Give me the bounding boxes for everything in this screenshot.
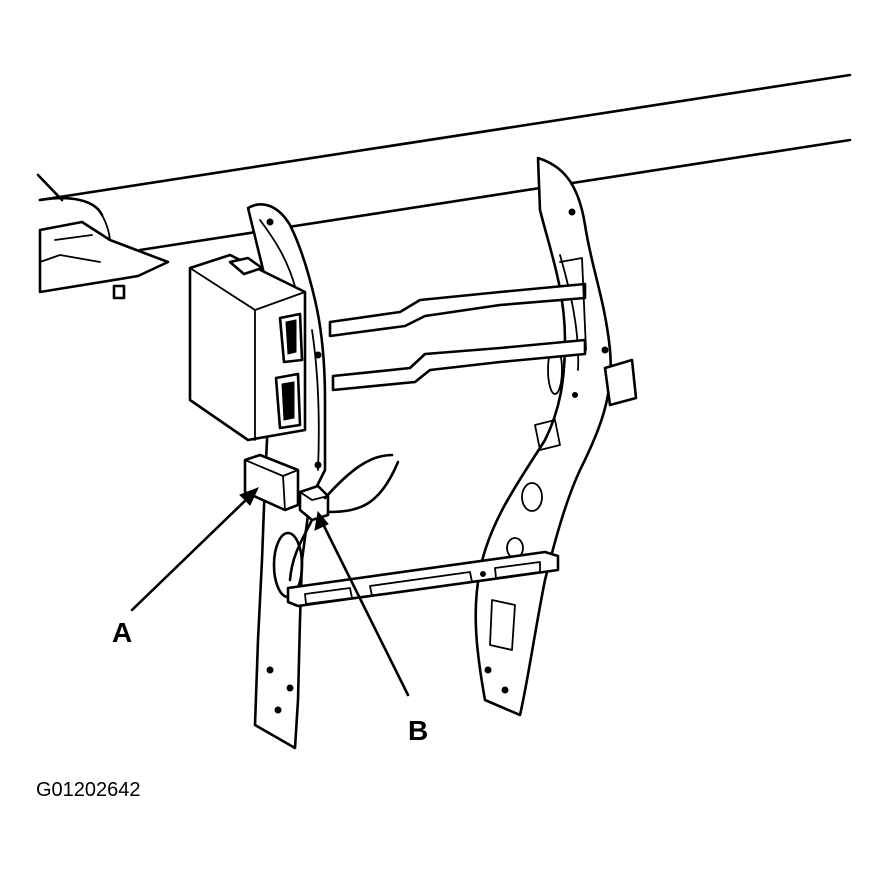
- cross-beam: [36, 73, 852, 259]
- upper-rails: [328, 257, 587, 392]
- control-module: [188, 253, 307, 442]
- label-a: A: [112, 617, 132, 648]
- right-pillar: [474, 156, 638, 717]
- leader-arrow-b: [314, 510, 410, 697]
- lower-strap: [286, 550, 560, 608]
- leader-arrow-a: [130, 487, 259, 612]
- left-bracket: [38, 220, 170, 300]
- figure-code: G01202642: [36, 779, 141, 801]
- connector-a: [243, 453, 300, 512]
- connector-b: [288, 453, 400, 582]
- label-b: B: [408, 715, 428, 746]
